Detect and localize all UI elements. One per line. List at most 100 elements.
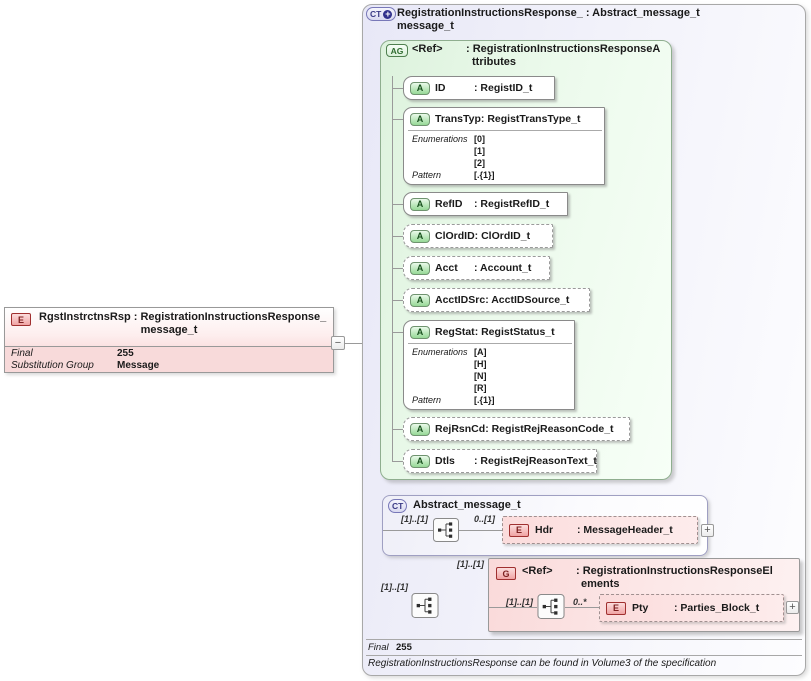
element-badge: E [606, 601, 626, 615]
attribute-box-refid[interactable]: A RefID : RegistRefID_t [403, 192, 568, 216]
attribute-name: Acct [435, 262, 458, 274]
hdr-element-box[interactable]: E Hdr : MessageHeader_t [502, 516, 698, 544]
attribute-box-acctidsrc[interactable]: A AcctIDSrc : AcctIDSource_t [403, 288, 590, 312]
attribute-badge: A [410, 422, 430, 436]
attribute-name: TransTyp [435, 113, 481, 125]
attribute-group-ref: <Ref> [412, 43, 443, 55]
element-name: Pty [632, 602, 649, 614]
attribute-badge: A [410, 197, 430, 211]
attribute-badge: A [410, 293, 430, 307]
cardinality-label: [1]..[1] [381, 582, 408, 592]
attribute-badge: A [410, 261, 430, 275]
attribute-badge: A [410, 81, 430, 95]
attribute-badge: A [410, 229, 430, 243]
sequence-icon[interactable] [537, 594, 565, 619]
root-element-title: RgstInstrctnsRsp : RegistrationInstructi… [39, 311, 327, 323]
attribute-box-clordid[interactable]: A ClOrdID : ClOrdID_t [403, 224, 553, 248]
derived-plus-icon: + [383, 8, 393, 19]
group-type-wrap: ements [581, 578, 620, 590]
group-ref: <Ref> [522, 565, 553, 577]
cardinality-label: [1]..[1] [401, 514, 428, 524]
element-badge: E [11, 313, 31, 326]
attribute-box-dtls[interactable]: A Dtls : RegistRejReasonText_t [403, 449, 597, 473]
connector-line [392, 236, 403, 237]
attribute-type: : RegistRejReasonCode_t [485, 423, 614, 435]
attribute-group-type-wrap: ttributes [472, 56, 516, 68]
enum-value: [2] [474, 158, 485, 168]
attribute-group-badge: AG [386, 44, 408, 57]
attribute-name: Dtls [435, 455, 455, 467]
facet-label-final: Final [11, 348, 33, 359]
attribute-badge: A [410, 454, 430, 468]
enum-value: [R] [474, 383, 487, 393]
cardinality-label: 0..* [573, 597, 587, 607]
attribute-box-id[interactable]: A ID : RegistID_t [403, 76, 555, 100]
group-type: : RegistrationInstructionsResponseEl [576, 565, 773, 577]
cardinality-label: 0..[1] [474, 514, 496, 524]
connector-line [459, 530, 502, 531]
attribute-box-regstat[interactable]: A RegStat : RegistStatus_t Enumerations … [403, 320, 575, 410]
attribute-type: : RegistTransType_t [480, 113, 581, 125]
sequence-icon[interactable] [411, 593, 439, 618]
connector-line [345, 343, 372, 344]
expand-toggle-icon[interactable]: + [786, 601, 799, 614]
attribute-box-transtyp[interactable]: A TransTyp : RegistTransType_t Enumerati… [403, 107, 605, 185]
attribute-name: RefID [435, 198, 463, 210]
collapse-toggle-icon[interactable]: − [331, 336, 345, 350]
attribute-type: : AcctIDSource_t [485, 294, 570, 306]
expand-toggle-icon[interactable]: + [701, 524, 714, 537]
root-element-title-wrap: message_t [140, 324, 198, 336]
cardinality-label: [1]..[1] [506, 597, 533, 607]
connector-line [383, 530, 433, 531]
attribute-group-type: : RegistrationInstructionsResponseA [466, 43, 661, 55]
facet-value-substitution-group: Message [117, 360, 160, 371]
enumerations-label: Enumerations [412, 134, 468, 144]
base-complextype-badge-label: CT [392, 501, 404, 511]
pty-element-box[interactable]: E Pty : Parties_Block_t [599, 594, 784, 622]
attribute-box-acct[interactable]: A Acct : Account_t [403, 256, 550, 280]
attribute-name: AcctIDSrc [435, 294, 486, 306]
attribute-name: RejRsnCd [435, 423, 486, 435]
enumerations-label: Enumerations [412, 347, 468, 357]
element-badge: E [509, 523, 529, 537]
attribute-type: : Account_t [474, 262, 532, 274]
attribute-type: : RegistID_t [474, 82, 533, 94]
element-type: : MessageHeader_t [577, 524, 673, 536]
root-element-box[interactable]: E RgstInstrctnsRsp : RegistrationInstruc… [4, 307, 334, 373]
element-type: : Parties_Block_t [674, 602, 760, 614]
facet-label-substitution-group: Substitution Group [11, 360, 94, 371]
element-name: Hdr [535, 524, 554, 536]
divider [366, 639, 802, 640]
connector-line [392, 332, 403, 333]
pattern-value: [.{1}] [474, 170, 495, 180]
connector-line [392, 300, 403, 301]
pattern-label: Pattern [412, 170, 442, 180]
connector-line [392, 461, 403, 462]
attribute-type: : ClOrdID_t [474, 230, 531, 242]
connector-line [489, 607, 537, 608]
enum-value: [0] [474, 134, 485, 144]
root-element-header: E RgstInstrctnsRsp : RegistrationInstruc… [5, 308, 333, 347]
main-title: RegistrationInstructionsResponse_ : Abst… [397, 7, 700, 19]
pattern-label: Pattern [412, 395, 442, 405]
attribute-box-rejrsncd[interactable]: A RejRsnCd : RegistRejReasonCode_t [403, 417, 630, 441]
enum-value: [1] [474, 146, 485, 156]
attribute-type: : RegistRefID_t [474, 198, 550, 210]
base-complextype-badge: CT [388, 499, 408, 513]
connector-line [392, 429, 403, 430]
complextype-badge: CT + [366, 7, 397, 21]
attribute-badge: A [410, 325, 430, 339]
attribute-badge: A [410, 112, 430, 126]
enum-value: [N] [474, 371, 487, 381]
elements-group-box[interactable]: G <Ref> : RegistrationInstructionsRespon… [488, 558, 800, 632]
connector-line [392, 204, 403, 205]
attribute-name: ClOrdID [435, 230, 475, 242]
main-title-wrap: message_t [397, 20, 454, 32]
connector-line [392, 88, 403, 89]
connector-line [392, 119, 403, 120]
sequence-icon[interactable] [433, 518, 459, 542]
annotation-note: RegistrationInstructionsResponse can be … [368, 658, 717, 669]
attribute-name: RegStat [435, 326, 475, 338]
divider [366, 655, 802, 656]
